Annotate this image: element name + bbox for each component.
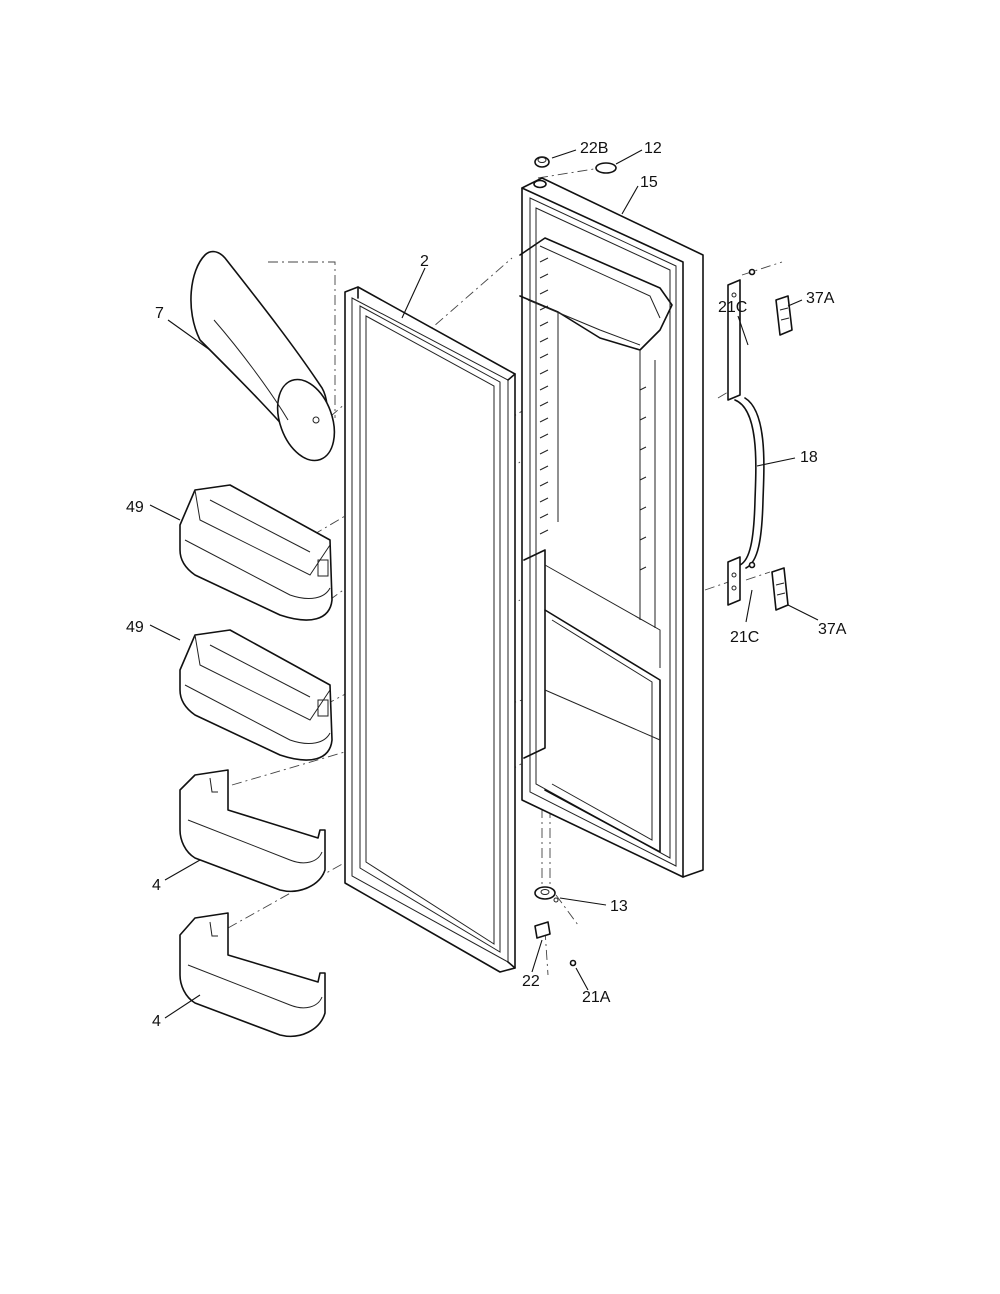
- callout-2: 2: [420, 253, 429, 270]
- callout-22b: 22B: [580, 140, 608, 157]
- callout-7: 7: [155, 305, 164, 322]
- hinge-pin-bottom: [534, 921, 551, 939]
- callout-12: 12: [644, 140, 662, 157]
- cylinder-container: [190, 250, 336, 462]
- door-bin-upper: [179, 484, 333, 621]
- door-bin-shallow-lower: [179, 912, 326, 1037]
- handle-bracket-lower: [771, 567, 789, 611]
- callout-4-bottom: 4: [152, 1013, 161, 1030]
- callout-21c-bottom: 21C: [730, 629, 759, 646]
- handle-bracket-upper: [775, 295, 793, 336]
- callout-49-bottom: 49: [126, 619, 144, 636]
- callouts: 22B 12 15 2 7 21C 37A 18 49 49 21C 37A 4…: [126, 140, 847, 1030]
- callout-49-top: 49: [126, 499, 144, 516]
- door-bin-lower: [179, 629, 333, 761]
- plug-button: [595, 162, 617, 174]
- shelf-tab-column: [539, 257, 647, 571]
- door-bin-shallow-upper: [179, 769, 326, 892]
- callout-37a-bottom: 37A: [818, 621, 847, 638]
- callout-21a: 21A: [582, 989, 611, 1006]
- hinge-hole-top: [533, 179, 547, 189]
- callout-4-top: 4: [152, 877, 161, 894]
- callout-18: 18: [800, 449, 818, 466]
- screws: [569, 268, 756, 967]
- hinge-cap-top: [534, 156, 550, 168]
- leader-lines: [149, 149, 819, 1019]
- callout-37a-top: 37A: [806, 290, 835, 307]
- door-gasket: [344, 286, 516, 973]
- callout-22: 22: [522, 973, 540, 990]
- door-outer-panel: [519, 177, 704, 878]
- door-handle: [727, 279, 765, 606]
- callout-13: 13: [610, 898, 628, 915]
- hinge-bushing-bottom: [534, 886, 559, 903]
- callout-15: 15: [640, 174, 658, 191]
- callout-21c-top: 21C: [718, 299, 747, 316]
